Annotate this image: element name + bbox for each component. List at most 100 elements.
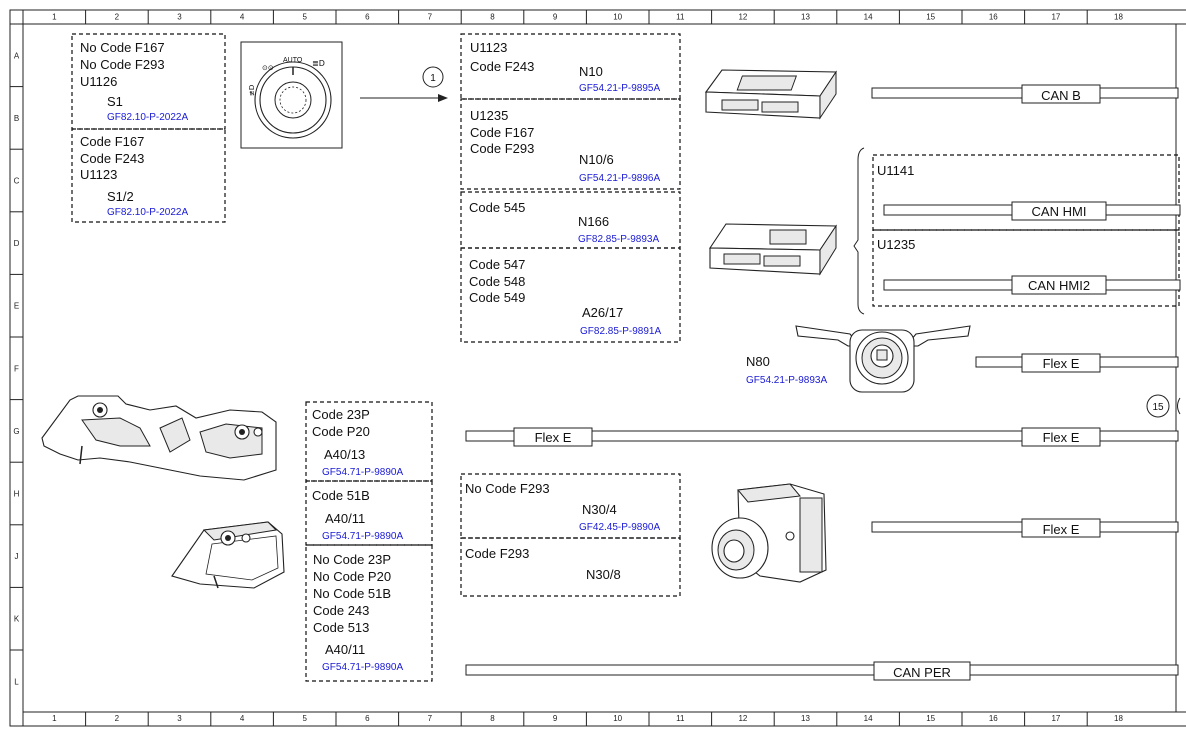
box-u1141: U1141 CAN HMI bbox=[872, 154, 1181, 231]
column-number: 6 bbox=[365, 13, 370, 22]
callout-1: 1 bbox=[360, 66, 448, 102]
control-unit-n166-illustration bbox=[708, 223, 838, 276]
column-number: 12 bbox=[738, 714, 747, 723]
box-line: Code F243 bbox=[80, 151, 144, 166]
box-n30-4: No Code F293 N30/4 GF42.45-P-9890A bbox=[460, 473, 681, 539]
box-line: Code F293 bbox=[470, 141, 534, 156]
component-label: S1/2 bbox=[107, 189, 134, 204]
box-line: Code F243 bbox=[470, 59, 534, 74]
column-number: 8 bbox=[490, 13, 495, 22]
column-number: 2 bbox=[115, 13, 120, 22]
box-s1-2: Code F167 Code F243 U1123 S1/2 GF82.10-P… bbox=[71, 128, 226, 223]
column-number: 9 bbox=[553, 13, 558, 22]
component-label: A40/11 bbox=[325, 642, 365, 657]
row-letter: D bbox=[14, 239, 20, 248]
label-n80: N80 GF54.21-P-9893A bbox=[746, 354, 827, 386]
box-line: No Code P20 bbox=[313, 569, 391, 584]
document-reference: GF42.45-P-9890A bbox=[579, 522, 660, 533]
box-line: Code 548 bbox=[469, 274, 525, 289]
box-line: Code P20 bbox=[312, 424, 370, 439]
box-line: Code 545 bbox=[469, 200, 525, 215]
box-line: No Code 51B bbox=[313, 586, 391, 601]
row-letter: K bbox=[14, 615, 20, 624]
column-number: 7 bbox=[428, 13, 433, 22]
rear-antenna-module-illustration bbox=[41, 395, 277, 481]
row-letter: E bbox=[14, 302, 19, 311]
document-reference: GF82.10-P-2022A bbox=[107, 112, 188, 123]
box-line: Code 547 bbox=[469, 257, 525, 272]
callout-number: 15 bbox=[1152, 402, 1164, 413]
box-line: Code 549 bbox=[469, 290, 525, 305]
document-reference: GF82.85-P-9893A bbox=[578, 234, 659, 245]
box-u1235: U1235 CAN HMI2 bbox=[872, 229, 1181, 307]
column-number: 10 bbox=[613, 714, 622, 723]
bus-label: Flex E bbox=[1043, 430, 1080, 445]
bus-label: CAN HMI2 bbox=[1028, 278, 1090, 293]
box-line: U1141 bbox=[877, 163, 914, 178]
parking-light-icon: ⊙⊙ bbox=[262, 64, 274, 72]
bus-label: Flex E bbox=[1043, 356, 1080, 371]
bus-label: CAN B bbox=[1041, 88, 1081, 103]
box-line: Code 51B bbox=[312, 488, 370, 503]
box-line: No Code F293 bbox=[80, 57, 165, 72]
control-unit-n10-illustration bbox=[704, 69, 838, 120]
box-a26-17: Code 547 Code 548 Code 549 A26/17 GF82.8… bbox=[460, 247, 681, 343]
column-number: 3 bbox=[177, 714, 182, 723]
document-reference: GF54.21-P-9893A bbox=[746, 375, 827, 386]
row-letter: J bbox=[15, 552, 19, 561]
box-n10-6: U1235 Code F167 Code F293 N10/6 GF54.21-… bbox=[460, 98, 681, 190]
callout-number: 1 bbox=[430, 73, 436, 84]
column-number: 10 bbox=[613, 13, 622, 22]
column-number: 2 bbox=[115, 714, 120, 723]
box-s1: No Code F167 No Code F293 U1126 S1 GF82.… bbox=[71, 33, 226, 130]
column-number: 11 bbox=[676, 714, 685, 723]
switch-auto-label: AUTO bbox=[283, 57, 303, 64]
box-line: Code F167 bbox=[470, 125, 534, 140]
sheet-frame bbox=[9, 9, 1186, 727]
bus-flex-e-main: Flex E Flex E bbox=[465, 427, 1179, 447]
bus-can-b: CAN B bbox=[871, 84, 1179, 104]
column-number: 16 bbox=[989, 13, 998, 22]
headlight-icon: ≣D bbox=[312, 59, 325, 68]
component-label: N10 bbox=[579, 64, 603, 79]
column-number: 8 bbox=[490, 714, 495, 723]
row-letter: C bbox=[14, 177, 20, 186]
box-line: Code 513 bbox=[313, 620, 369, 635]
component-label: N80 bbox=[746, 354, 770, 369]
column-number: 15 bbox=[926, 714, 935, 723]
box-line: No Code F167 bbox=[80, 40, 165, 55]
component-label: A40/13 bbox=[324, 447, 365, 462]
column-number: 11 bbox=[676, 13, 685, 22]
column-number: 18 bbox=[1114, 13, 1123, 22]
box-n166: Code 545 N166 GF82.85-P-9893A bbox=[460, 191, 681, 249]
component-label: A40/11 bbox=[325, 511, 365, 526]
box-line: U1235 bbox=[470, 108, 508, 123]
column-number: 14 bbox=[864, 13, 873, 22]
bus-can-per: CAN PER bbox=[465, 661, 1179, 681]
row-letter: F bbox=[14, 364, 19, 373]
document-reference: GF82.10-P-2022A bbox=[107, 207, 188, 218]
component-label: N30/4 bbox=[582, 502, 617, 517]
box-line: No Code F293 bbox=[465, 481, 550, 496]
column-number: 17 bbox=[1051, 714, 1060, 723]
document-reference: GF54.71-P-9890A bbox=[322, 662, 403, 673]
box-line: U1123 bbox=[470, 40, 507, 55]
row-letter: G bbox=[13, 427, 19, 436]
box-a40-13: Code 23P Code P20 A40/13 GF54.71-P-9890A bbox=[305, 401, 433, 482]
column-number: 13 bbox=[801, 714, 810, 723]
row-letter: B bbox=[14, 114, 19, 123]
column-number: 13 bbox=[801, 13, 810, 22]
box-n10: U1123 Code F243 N10 GF54.21-P-9895A bbox=[460, 33, 681, 100]
bus-label: Flex E bbox=[535, 430, 572, 445]
column-number: 14 bbox=[864, 714, 873, 723]
box-line: U1123 bbox=[80, 167, 117, 182]
box-n30-8: Code F293 N30/8 bbox=[460, 537, 681, 597]
small-antenna-module-illustration bbox=[171, 521, 285, 589]
bus-label: Flex E bbox=[1043, 522, 1080, 537]
bus-label: CAN HMI bbox=[1032, 204, 1087, 219]
box-line: Code 23P bbox=[312, 407, 370, 422]
